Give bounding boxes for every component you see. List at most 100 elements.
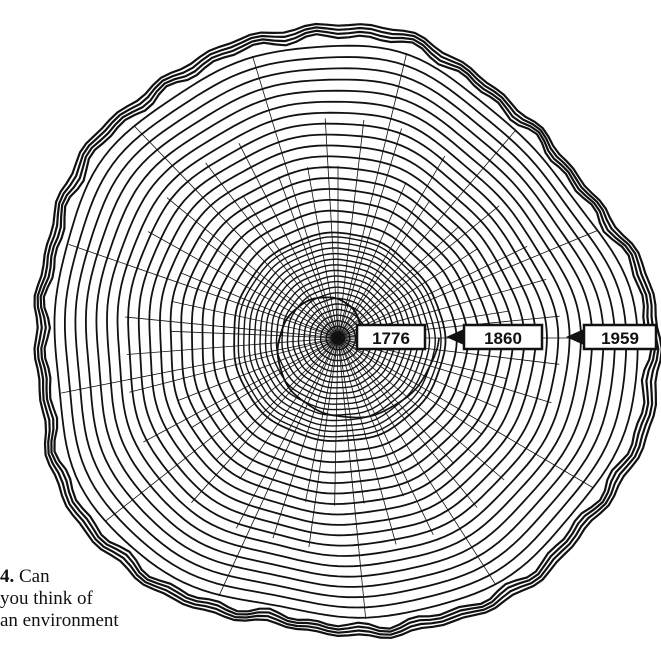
stipple-dot [407,396,409,398]
stipple-dot [414,389,416,391]
stipple-dot [285,321,287,323]
stipple-dot [343,301,345,303]
stipple-dot [392,405,394,407]
stipple-dot [371,415,373,417]
stipple-dot [433,356,435,358]
stipple-dot [290,389,292,391]
stipple-dot [395,404,397,406]
stipple-dot [299,398,301,400]
caption-line-1: 4. Can [0,566,150,588]
caption-line-3: an environment [0,610,150,632]
stipple-dot [360,417,362,419]
stipple-dot [344,416,346,418]
stipple-dot [285,382,287,384]
stipple-dot [353,417,355,419]
stipple-dot [436,350,438,352]
stipple-dot [340,299,342,301]
stipple-dot [280,368,282,370]
stipple-dot [322,297,324,299]
stipple-dot [310,299,312,301]
stipple-dot [296,396,298,398]
stipple-dot [427,369,429,371]
stipple-dot [280,332,282,334]
stipple-dot [378,413,380,415]
stipple-dot [434,353,436,355]
stipple-dot [428,368,430,370]
stipple-dot [338,415,340,417]
stipple-dot [285,319,287,321]
stipple-dot [304,401,306,403]
stipple-dot [437,345,439,347]
stipple-dot [433,358,435,360]
stipple-dot [423,376,425,378]
stipple-dot [431,361,433,363]
stipple-dot [345,302,347,304]
stipple-dot [405,397,407,399]
stipple-dot [331,414,333,416]
stipple-dot [302,400,304,402]
label-1860-text: 1860 [484,329,522,348]
stipple-dot [278,360,280,362]
stipple-dot [282,326,284,328]
stipple-dot [287,317,289,319]
stipple-dot [292,392,294,394]
stipple-dot [421,380,423,382]
stipple-dot [335,297,337,299]
stipple-dot [334,415,336,417]
stipple-dot [279,365,281,367]
stipple-dot [316,297,318,299]
stipple-dot [416,387,418,389]
stipple-dot [375,414,377,416]
arrow-1860-icon [446,329,464,345]
stipple-dot [277,351,279,353]
stipple-dot [358,321,360,323]
stipple-dot [367,416,369,418]
stipple-dot [284,379,286,381]
stipple-dot [401,400,403,402]
stipple-dot [277,357,279,359]
stipple-dot [286,384,288,386]
stipple-dot [295,308,297,310]
stipple-dot [412,391,414,393]
stipple-dot [342,416,344,418]
stipple-dot [279,338,281,340]
stipple-dot [309,405,311,407]
stipple-dot [436,348,438,350]
stipple-dot [438,338,440,340]
stipple-dot [320,297,322,299]
stipple-dot [282,328,284,330]
label-1776: 1776 [357,325,425,349]
ray-line [335,338,338,506]
stipple-dot [306,300,308,302]
stipple-dot [328,414,330,416]
stipple-dot [288,387,290,389]
stipple-dot [332,297,334,299]
stipple-dot [349,416,351,418]
stipple-dot [337,298,339,300]
stipple-dot [312,407,314,409]
stipple-dot [351,307,353,309]
stipple-dot [357,317,359,319]
stipple-dot [398,402,400,404]
stipple-dot [425,372,427,374]
stipple-dot [419,383,421,385]
stipple-dot [282,374,284,376]
stipple-dot [402,399,404,401]
stipple-dot [424,375,426,377]
stipple-dot [307,404,309,406]
stipple-dot [278,362,280,364]
stipple-dot [388,408,390,410]
stipple-dot [277,343,279,345]
stipple-dot [417,385,419,387]
caption-number: 4. [0,566,14,587]
stipple-dot [330,297,332,299]
stipple-dot [354,311,356,313]
stipple-dot [277,346,279,348]
ray-line [338,338,504,480]
caption-line-2: you think of [0,588,150,610]
tree-rings [35,24,661,638]
label-1959: 1959 [566,325,656,349]
stipple-dot [362,416,364,418]
stipple-dot [318,410,320,412]
